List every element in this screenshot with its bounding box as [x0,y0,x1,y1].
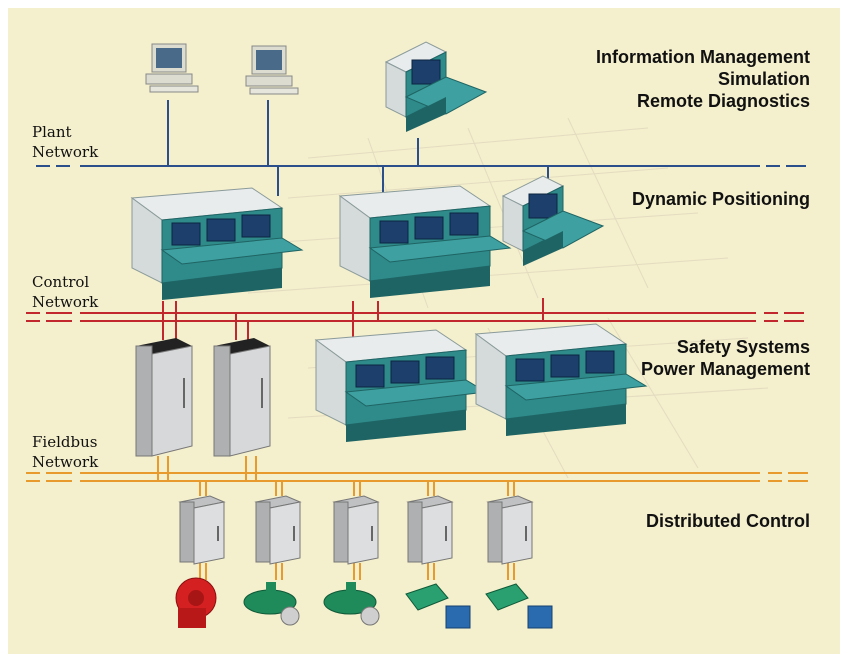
control-network-line [26,298,804,340]
field-io-box-icon [407,495,453,565]
network-label-line: Fieldbus [32,433,98,451]
operator-console-icon [131,187,303,301]
control-network-label: Control Network [32,272,98,312]
system-architecture-diagram: Plant Network Control Network Fieldbus N… [8,8,840,654]
thruster-icon [323,582,380,626]
layer-label-line: Dynamic Positioning [631,189,810,209]
operator-console-icon [475,323,647,437]
network-label-line: Plant [32,123,72,141]
field-io-box-icon [255,495,301,565]
layer-label-line: Safety Systems [676,337,810,357]
operator-console-icon [385,41,487,133]
network-label-line: Control [32,273,90,291]
motor-icon [405,583,471,629]
operator-console-icon [502,175,604,267]
motor-icon [485,583,553,629]
fieldbus-network-line [26,456,808,580]
plant-network-label: Plant Network [32,122,98,162]
layer-label-line: Distributed Control [646,511,810,531]
workstation-icon [245,45,299,95]
diagram-canvas [26,41,808,629]
control-cabinet-icon [213,337,271,457]
thruster-icon [243,582,300,626]
layer-label-line: Remote Diagnostics [636,91,810,111]
network-label-line: Network [32,453,99,471]
layer-label-line: Power Management [640,359,810,379]
field-io-box-icon [333,495,379,565]
pump-icon [175,577,217,628]
fieldbus-network-label: Fieldbus Network [32,432,98,472]
field-io-box-icon [179,495,225,565]
layer-label-line: Simulation [717,69,810,89]
distributed-layer-label: Distributed Control [646,510,810,532]
safety-layer-label: Safety Systems Power Management [641,336,810,380]
positioning-layer-label: Dynamic Positioning [632,188,810,210]
field-io-box-icon [487,495,533,565]
operator-console-icon [339,185,511,299]
control-cabinet-icon [135,337,193,457]
workstation-icon [145,43,199,93]
layer-label-line: Information Management [595,47,810,67]
network-label-line: Network [32,143,99,161]
network-label-line: Network [32,293,99,311]
operator-console-icon [315,329,487,443]
information-layer-label: Information Management Simulation Remote… [596,46,810,112]
